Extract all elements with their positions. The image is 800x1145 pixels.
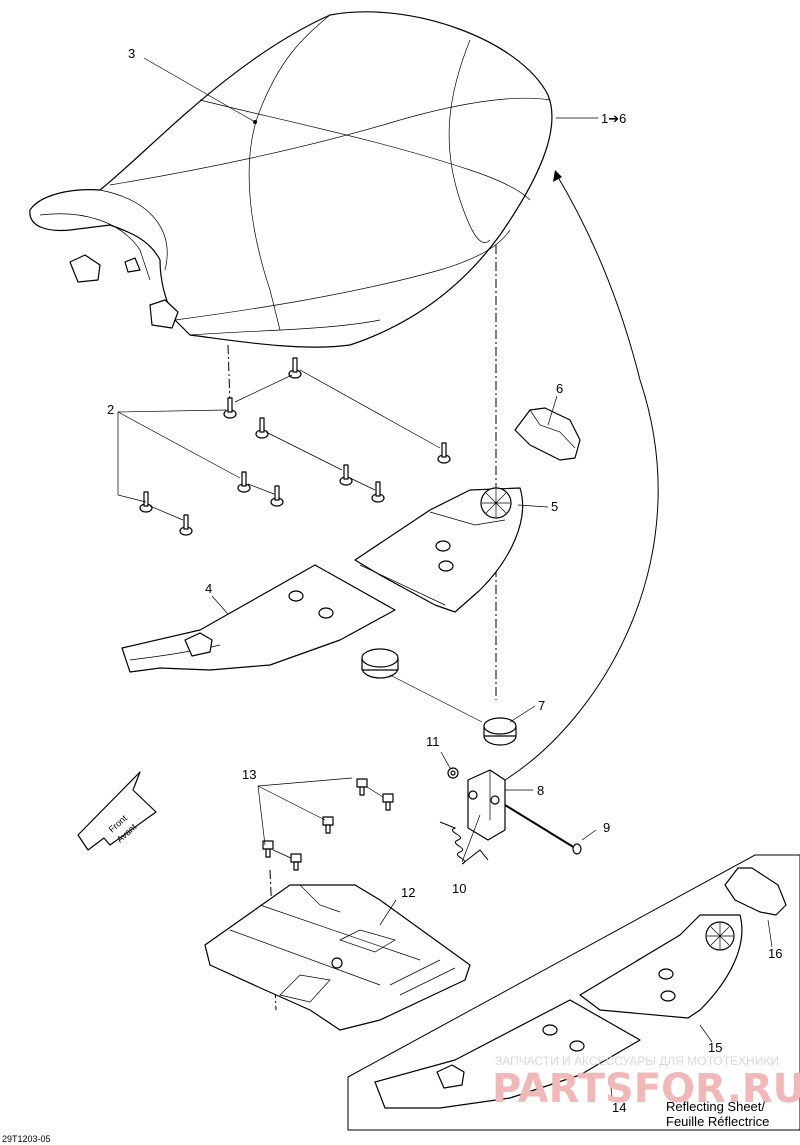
screws-part-13 bbox=[262, 778, 394, 871]
front-direction-arrow: Front Avant bbox=[77, 771, 157, 851]
callout-15: 15 bbox=[708, 1040, 722, 1055]
seat-base-part-5 bbox=[354, 487, 524, 613]
bumper-part-16 bbox=[724, 867, 787, 916]
bracket-part-8 bbox=[467, 769, 506, 841]
nut-part-11 bbox=[447, 767, 459, 779]
callout-9: 9 bbox=[603, 820, 610, 835]
callout-4: 4 bbox=[205, 581, 212, 596]
bumper-part-6 bbox=[514, 407, 581, 461]
assembly-arrow bbox=[504, 171, 659, 781]
watermark-tagline: ЗАПЧАСТИ И АКСЕССУАРЫ ДЛЯ МОТОТЕХНИКИ bbox=[495, 1054, 779, 1068]
callout-7: 7 bbox=[538, 698, 545, 713]
reflecting-note-line2: Feuille Réflectrice bbox=[666, 1114, 769, 1129]
axis-line bbox=[227, 344, 231, 406]
reflecting-sheet-part-15 bbox=[579, 914, 743, 1019]
plate-part-12 bbox=[204, 884, 471, 1031]
callout-2: 2 bbox=[107, 402, 114, 417]
leader-lines bbox=[117, 57, 773, 1098]
callout-11: 11 bbox=[426, 734, 440, 749]
callout-12: 12 bbox=[401, 885, 415, 900]
watermark-brand: PARTSFOR.RU bbox=[492, 1066, 800, 1112]
arrowhead bbox=[553, 170, 562, 182]
bolt-part-9 bbox=[504, 804, 582, 855]
spring-part-10 bbox=[439, 821, 489, 865]
studs-part-2 bbox=[139, 357, 451, 536]
callout-5: 5 bbox=[551, 499, 558, 514]
callout-3: 3 bbox=[128, 46, 135, 61]
callout-1-to-6: 1➔6 bbox=[601, 111, 626, 126]
callout-10: 10 bbox=[452, 881, 466, 896]
seat-pan-part-4 bbox=[121, 564, 396, 673]
reflecting-sheet-inset bbox=[347, 854, 800, 1131]
callout-8: 8 bbox=[537, 783, 544, 798]
callout-6: 6 bbox=[556, 381, 563, 396]
reflecting-note-line1: Reflecting Sheet/ bbox=[666, 1099, 765, 1114]
seat-part-3 bbox=[29, 11, 553, 348]
callout-13: 13 bbox=[242, 767, 256, 782]
callout-16: 16 bbox=[768, 946, 782, 961]
watermark: ЗАПЧАСТИ И АКСЕССУАРЫ ДЛЯ МОТОТЕХНИКИ PA… bbox=[492, 1054, 800, 1112]
reference-code: 29T1203-05 bbox=[2, 1134, 51, 1144]
grommet-part-7 bbox=[361, 648, 517, 746]
callout-14: 14 bbox=[612, 1100, 626, 1115]
